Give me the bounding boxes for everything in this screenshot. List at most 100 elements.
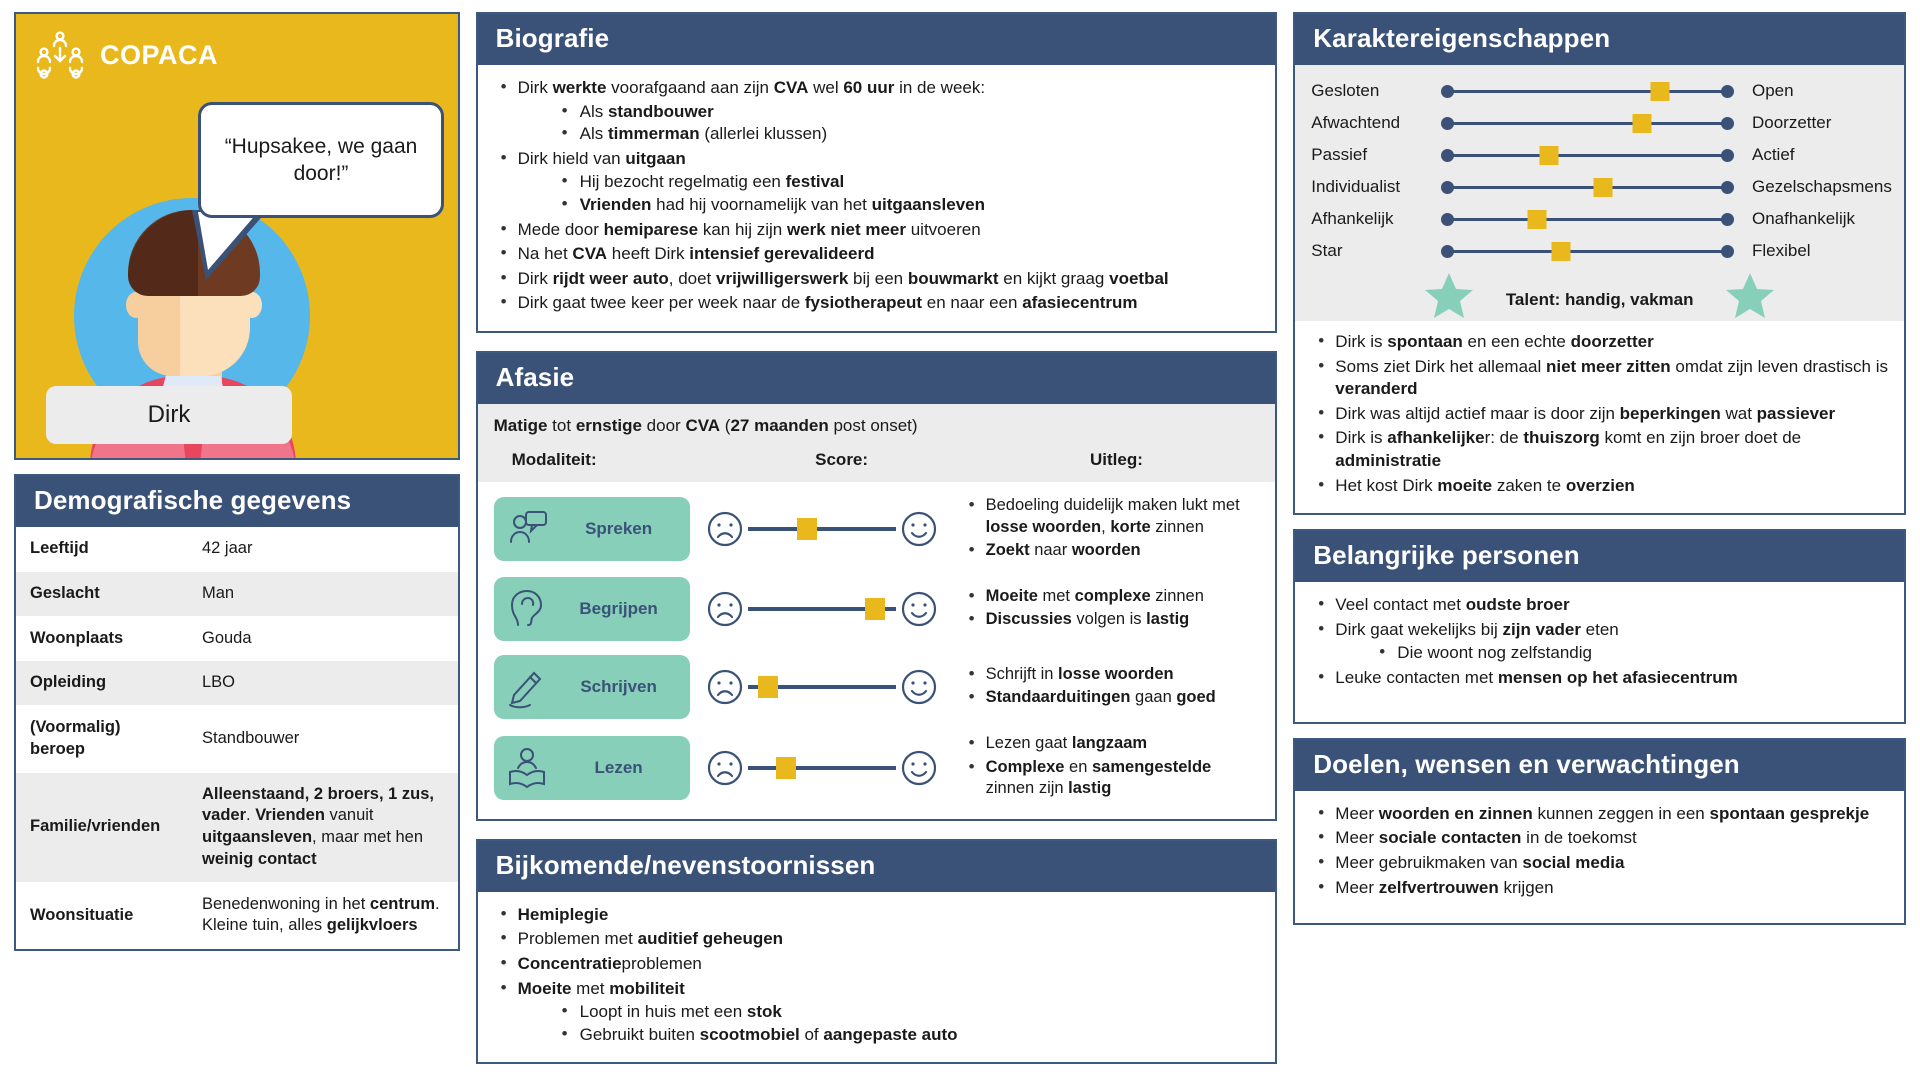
personen-card: Belangrijke personen Veel contact met ou… [1293, 529, 1906, 724]
scale-left-label: Afwachtend [1311, 113, 1401, 132]
happy-face-icon [901, 512, 936, 547]
star-icon [1726, 273, 1774, 318]
copaca-logo-icon [36, 31, 84, 79]
biografie-card: Biografie Dirk werkte voorafgaand aan zi… [475, 12, 1278, 334]
score-slider[interactable] [690, 749, 954, 787]
list-item: Dirk werkte voorafgaand aan zijn CVA wel… [494, 76, 1260, 146]
biografie-title: Biografie [477, 14, 1276, 65]
list-item: Soms ziet Dirk het allemaal niet meer zi… [1311, 355, 1888, 401]
list-item: Dirk rijdt weer auto, doet vrijwilligers… [494, 267, 1260, 291]
slider-knob[interactable] [1632, 114, 1652, 133]
demographics-value: Man [202, 583, 235, 602]
afasie-row: LezenLezen gaat langzaamComplexe en same… [493, 726, 1260, 808]
bijkomend-list: HemiplegieProblemen met auditief geheuge… [494, 903, 1260, 1047]
table-row: Woonplaats Gouda [16, 616, 458, 661]
slider-knob[interactable] [1539, 146, 1559, 165]
personen-title: Belangrijke personen [1295, 531, 1904, 583]
modality-label: Schrijven [580, 677, 657, 697]
list-item: Veel contact met oudste broer [1311, 593, 1888, 617]
slider-knob[interactable] [796, 518, 817, 541]
list-item: Dirk hield van uitgaanHij bezocht regelm… [494, 147, 1260, 217]
brand-logo: COPACA [34, 30, 218, 80]
afasie-rows: Spreken Bedoeling duidelijk maken lukt me… [478, 482, 1276, 819]
sub-list-item: Vrienden had hij voornamelijk van het ui… [554, 193, 1260, 217]
demographics-key: Woonplaats [30, 628, 124, 647]
demographics-title: Demografische gegevens [16, 476, 458, 527]
list-item: Meer woorden en zinnen kunnen zeggen in … [1311, 802, 1888, 826]
scale-left-label: Afhankelijk [1311, 209, 1394, 228]
list-item: Dirk was altijd actief maar is door zijn… [1311, 402, 1888, 426]
slider-knob[interactable] [1527, 210, 1547, 229]
list-item: Bedoeling duidelijk maken lukt met losse… [962, 494, 1260, 538]
scale-slider[interactable] [1437, 139, 1738, 171]
afasie-row: BegrijpenMoeite met complexe zinnenDiscu… [493, 570, 1260, 648]
scale-right-label: Open [1752, 81, 1794, 100]
slider-knob[interactable] [1650, 82, 1670, 101]
list-item: Dirk is afhankelijker: de thuiszorg komt… [1311, 426, 1888, 472]
modality-chip-spreken[interactable]: Spreken [493, 497, 690, 562]
demographics-value: LBO [202, 673, 236, 692]
slider-end-dot [1441, 149, 1455, 162]
sad-face-icon [707, 512, 742, 547]
slider-track[interactable] [747, 676, 896, 699]
slider-knob[interactable] [1593, 178, 1613, 197]
slider-end-dot [1441, 117, 1455, 130]
demographics-value: Alleenstaand, 2 broers, 1 zus, vader. Vr… [202, 784, 434, 868]
scale-slider[interactable] [1437, 171, 1738, 203]
sub-list-item: Hij bezocht regelmatig een festival [554, 170, 1260, 194]
sub-list-item: Loopt in huis met een stok [554, 1000, 1260, 1024]
list-item: Meer sociale contacten in de toekomst [1311, 826, 1888, 850]
slider-track [1447, 122, 1728, 125]
slider-end-dot [1441, 181, 1455, 194]
demographics-value: 42 jaar [202, 539, 253, 557]
score-slider[interactable] [690, 590, 954, 628]
list-item: Moeite met mobiliteitLoopt in huis met e… [494, 977, 1260, 1047]
explanation-cell: Bedoeling duidelijk maken lukt met losse… [954, 494, 1260, 563]
modality-chip-lezen[interactable]: Lezen [493, 735, 690, 800]
slider-end-dot [1721, 85, 1734, 98]
modality-chip-begrijpen[interactable]: Begrijpen [493, 577, 690, 642]
scale-slider[interactable] [1437, 75, 1738, 107]
scale-slider[interactable] [1437, 235, 1738, 267]
scale-slider[interactable] [1437, 203, 1738, 235]
slider-knob[interactable] [1551, 242, 1571, 261]
afasie-card: Afasie Matige tot ernstige door CVA (27 … [475, 351, 1278, 821]
demographics-key: (Voormalig) beroep [30, 718, 121, 758]
score-slider[interactable] [690, 510, 954, 548]
slider-track[interactable] [747, 598, 896, 621]
slider-end-dot [1721, 181, 1734, 194]
doelen-card: Doelen, wensen en verwachtingen Meer woo… [1293, 737, 1906, 926]
scale-right-label: Gezelschapsmens [1752, 177, 1892, 196]
list-item: Discussies volgen is lastig [962, 608, 1260, 631]
scale-slider[interactable] [1437, 107, 1738, 139]
score-slider[interactable] [690, 668, 954, 706]
scale-left-label: Individualist [1311, 177, 1401, 196]
list-item: Concentratieproblemen [494, 952, 1260, 976]
happy-face-icon [901, 670, 936, 705]
modality-chip-schrijven[interactable]: Schrijven [493, 655, 690, 720]
list-item: Meer zelfvertrouwen krijgen [1311, 876, 1888, 900]
demographics-key: Opleiding [30, 673, 107, 692]
slider-track [1447, 154, 1728, 157]
brand-name: COPACA [100, 39, 219, 70]
list-item: Problemen met auditief geheugen [494, 927, 1260, 951]
demographics-value: Gouda [202, 628, 252, 647]
writing-hand-icon [508, 671, 541, 709]
slider-track[interactable] [747, 756, 896, 779]
slider-knob[interactable] [864, 598, 885, 621]
afasie-title: Afasie [477, 353, 1276, 405]
slider-knob[interactable] [758, 676, 779, 699]
list-item: Mede door hemiparese kan hij zijn werk n… [494, 218, 1260, 242]
slider-track[interactable] [747, 518, 896, 541]
persona-name: Dirk [147, 401, 191, 428]
demographics-key: Geslacht [30, 583, 100, 602]
slider-knob[interactable] [776, 756, 797, 779]
afasie-row: Spreken Bedoeling duidelijk maken lukt me… [493, 488, 1260, 570]
sub-list: Als standbouwerAls timmerman (allerlei k… [518, 100, 1260, 146]
table-row: Geslacht Man [16, 571, 458, 617]
